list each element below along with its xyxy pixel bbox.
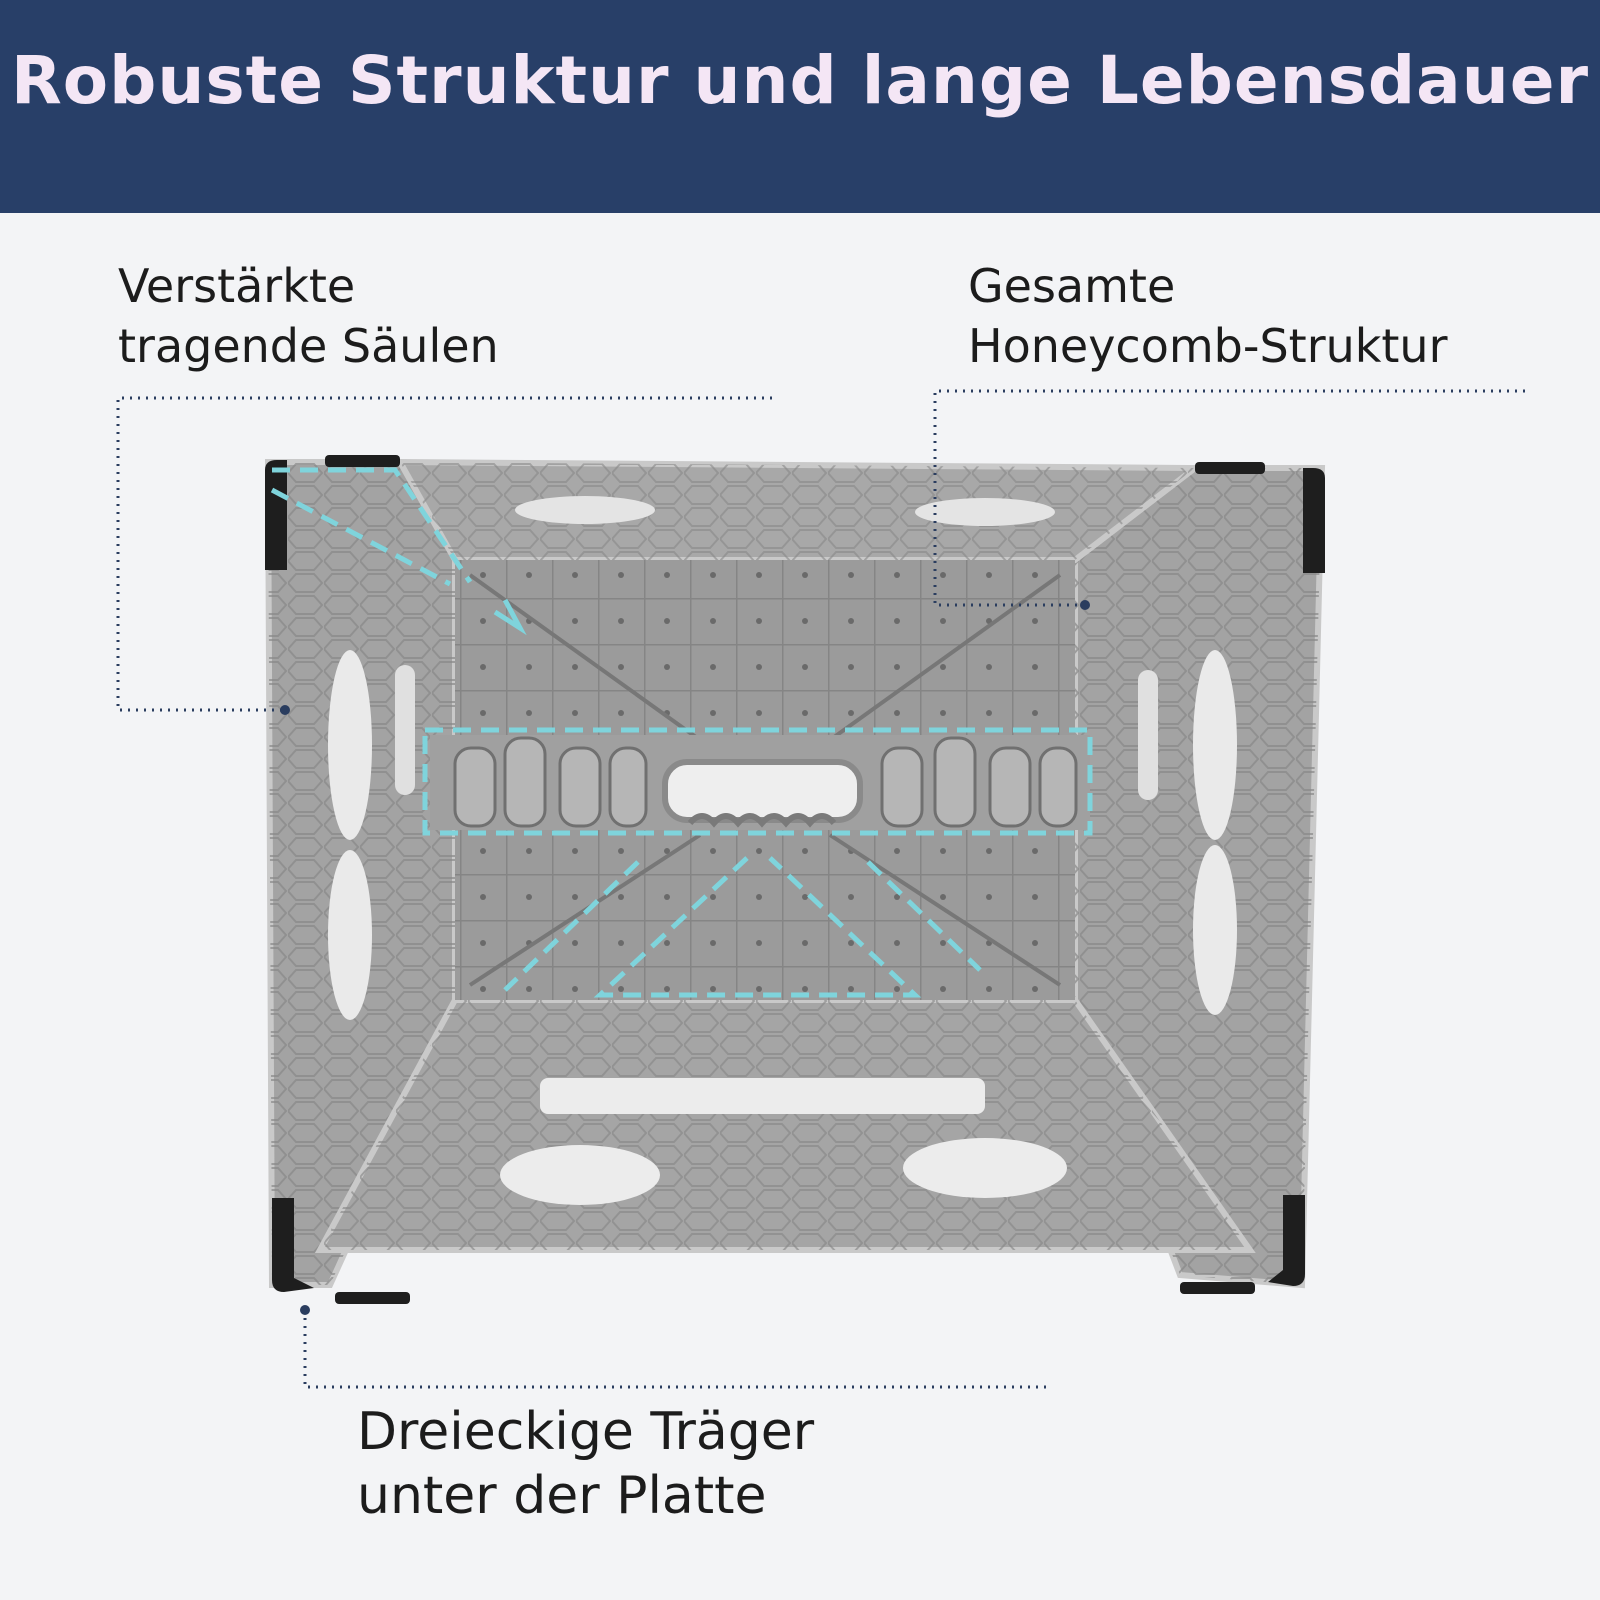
stool-body — [264, 458, 1326, 1289]
leader-triangles — [303, 1310, 1050, 1389]
column-highlight-arrow — [270, 467, 473, 587]
callout-honeycomb-line1: Gesamte — [968, 259, 1176, 313]
callout-triangles-line1: Dreieckige Träger — [357, 1402, 815, 1462]
callout-honeycomb-line2: Honeycomb-Struktur — [968, 319, 1448, 373]
hinge-bar — [430, 735, 1090, 830]
leader-honeycomb — [933, 389, 1525, 607]
triangle-highlight-left — [503, 860, 640, 992]
column-highlight-arrowhead — [493, 598, 527, 636]
honeycomb-highlight-box — [422, 727, 1093, 836]
callout-columns-line2: tragende Säulen — [118, 319, 499, 373]
triangle-highlight-right — [866, 860, 982, 972]
leader-dots — [280, 600, 1090, 1315]
callout-triangles-line2: unter der Platte — [357, 1466, 767, 1526]
leader-lines — [116, 389, 1525, 1389]
triangle-highlight-center — [593, 856, 922, 998]
header-banner: Robuste Struktur und lange Lebensdauer — [0, 0, 1600, 213]
callout-honeycomb-structure: Gesamte Honeycomb-Struktur — [968, 256, 1448, 376]
page-title: Robuste Struktur und lange Lebensdauer — [10, 42, 1590, 119]
stool-openings — [328, 496, 1237, 1205]
callout-triangular-supports: Dreieckige Träger unter der Platte — [357, 1400, 814, 1528]
callout-reinforced-columns: Verstärkte tragende Säulen — [118, 256, 499, 376]
callout-columns-line1: Verstärkte — [118, 259, 356, 313]
highlight-overlays — [270, 467, 1093, 998]
corner-caps — [265, 455, 1325, 1304]
leader-columns — [116, 396, 772, 712]
